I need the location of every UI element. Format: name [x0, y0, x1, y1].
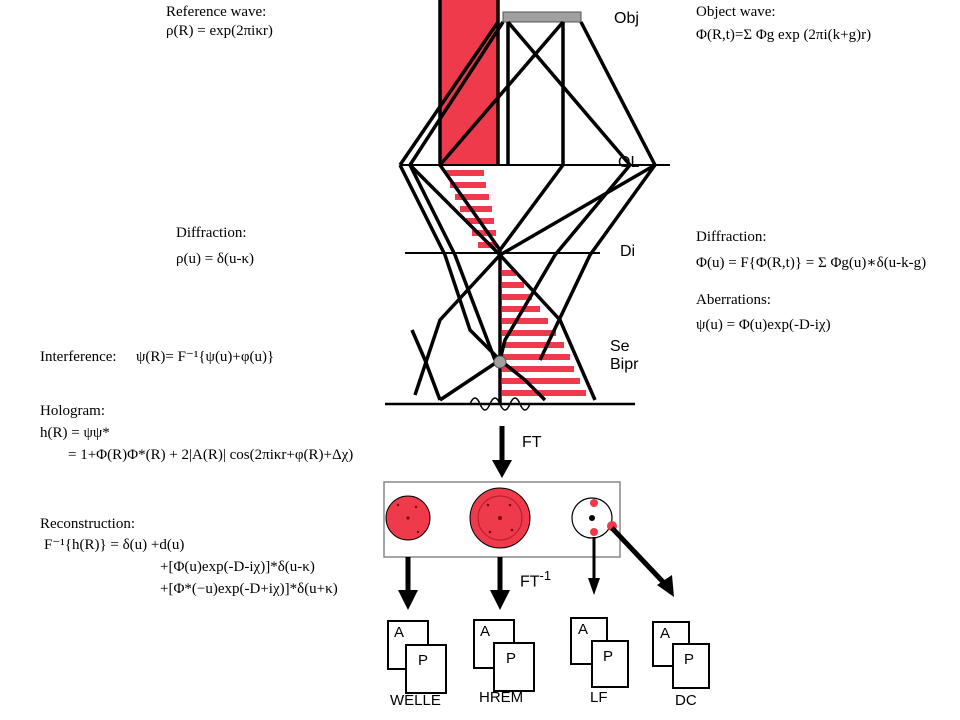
left-diffraction-label: Diffraction:	[176, 225, 247, 241]
hologram-label: Hologram:	[40, 403, 105, 419]
ref-wave-eq: ρ(R) = exp(2πiκr)	[166, 23, 273, 39]
ft-inverse-text: FT	[520, 573, 540, 591]
page-hrem	[473, 619, 535, 692]
dc-a: A	[660, 625, 671, 642]
plane-label-se: Se	[610, 338, 630, 355]
sideband-right-bottom	[590, 528, 598, 536]
output-arrows	[405, 526, 667, 592]
biprism-wire	[493, 355, 507, 369]
ref-wave-label: Reference wave:	[166, 4, 267, 20]
label-lf: LF	[590, 689, 608, 706]
plane-label-di: Di	[620, 243, 636, 260]
right-diffraction-eq: Φ(u) = F{Φ(R,t)} = Σ Φg(u)∗δ(u-k-g)	[696, 255, 927, 271]
ft-arrow-head	[492, 460, 512, 478]
lf-p: P	[603, 648, 614, 665]
aberrations-eq: ψ(u) = Φ(u)exp(-D-iχ)	[696, 317, 831, 333]
object-specimen	[502, 11, 582, 23]
sideband-right-center	[589, 515, 595, 521]
sideband-right-top	[590, 499, 598, 507]
page-lf	[570, 617, 629, 688]
sideband-left-dots	[396, 503, 420, 534]
plane-label-ol: OL	[618, 154, 640, 171]
plane-label-obj: Obj	[614, 10, 639, 27]
plane-label-bipr: Bipr	[610, 356, 639, 373]
reconstruction-eq2: +[Φ(u)exp(-D-iχ)]*δ(u-κ)	[160, 559, 315, 575]
welle-p: P	[418, 652, 429, 669]
reconstruction-eq3: +[Φ*(−u)exp(-D+iχ)]*δ(u+κ)	[160, 581, 338, 597]
reference-beam	[440, 0, 498, 165]
label-hrem: HREM	[479, 689, 524, 706]
left-diffraction-eq: ρ(u) = δ(u-κ)	[176, 251, 255, 267]
hologram-eq1: h(R) = ψψ*	[40, 425, 110, 441]
page-dc	[652, 621, 710, 689]
hrem-a: A	[480, 623, 491, 640]
aberrations-label: Aberrations:	[696, 292, 771, 308]
ft-inverse-sup: -1	[539, 568, 552, 583]
object-wave-eq: Φ(R,t)=Σ Φg exp (2πi(k+g)r)	[696, 27, 872, 43]
label-dc: DC	[675, 692, 697, 709]
hologram-eq2: = 1+Φ(R)Φ*(R) + 2|A(R)| cos(2πiκr+φ(R)+Δ…	[68, 447, 354, 463]
center-band-dots	[486, 503, 514, 534]
ft-inverse-label: FT-1	[520, 568, 551, 591]
label-welle: WELLE	[390, 692, 441, 709]
right-diffraction-label: Diffraction:	[696, 229, 767, 245]
page-welle	[387, 620, 447, 694]
fringe-wave	[469, 397, 531, 411]
output-arrow-heads	[398, 575, 674, 610]
interference-eq: ψ(R)= F⁻¹{ψ(u)+φ(u)}	[136, 349, 275, 365]
reconstruction-label: Reconstruction:	[40, 516, 135, 532]
dc-p: P	[684, 651, 695, 668]
center-band-inner	[477, 495, 523, 541]
hrem-p: P	[506, 650, 517, 667]
ray-lines	[385, 0, 670, 406]
lf-a: A	[578, 621, 589, 638]
striped-beam-lower	[502, 270, 586, 396]
interference-label: Interference:	[40, 349, 117, 365]
ft-label: FT	[522, 434, 542, 451]
reconstruction-eq1: F⁻¹{h(R)} = δ(u) +d(u)	[44, 537, 185, 553]
welle-a: A	[394, 624, 405, 641]
object-wave-label: Object wave:	[696, 4, 776, 20]
